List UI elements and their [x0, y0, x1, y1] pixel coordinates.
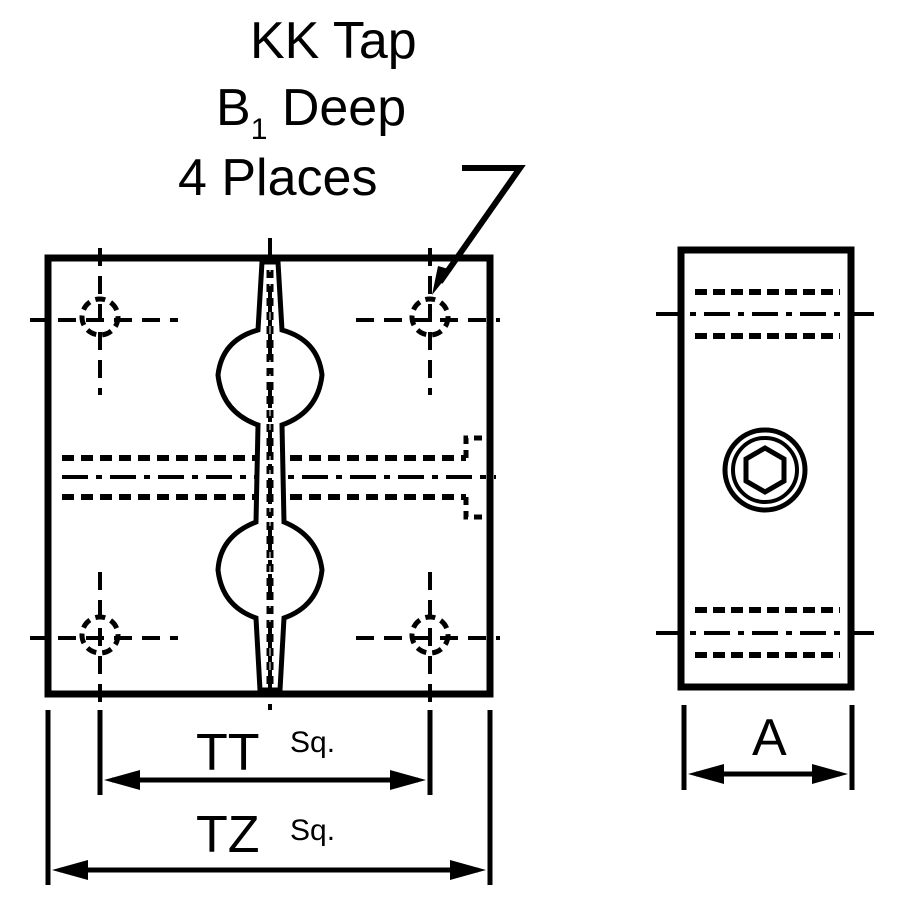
front-view — [30, 238, 500, 710]
tz-arrow-right — [450, 860, 486, 880]
tz-arrow-left — [52, 860, 88, 880]
callout-leader-line — [437, 165, 526, 284]
tt-label: TT — [196, 724, 260, 782]
callout-b: B — [216, 79, 251, 137]
tapped-hole-top-left — [30, 248, 178, 395]
clamp-bores-outline — [215, 259, 325, 693]
side-view — [656, 246, 874, 691]
tz-suffix: Sq. — [290, 814, 335, 847]
callout-line-4-places: 4 Places — [178, 149, 377, 207]
callout-b-subscript: 1 — [251, 113, 268, 146]
dimension-tt: TT Sq. — [97, 710, 433, 795]
tt-arrow-right — [390, 770, 426, 790]
dimension-tz: TZ Sq. — [45, 710, 493, 885]
tz-label: TZ — [196, 806, 260, 864]
callout-line-b1-deep: B1 Deep — [216, 79, 406, 146]
tapped-hole-bottom-right — [356, 572, 500, 710]
callout-leader-arrowhead — [432, 266, 452, 295]
a-label: A — [752, 709, 787, 767]
hex-socket-icon — [743, 445, 787, 495]
callout-note: KK Tap B1 Deep 4 Places — [178, 12, 526, 295]
front-counterbore-hidden — [463, 435, 486, 520]
tt-suffix: Sq. — [290, 726, 335, 759]
callout-line-kk-tap: KK Tap — [250, 12, 417, 70]
tt-arrow-left — [104, 770, 140, 790]
a-arrow-right — [812, 764, 848, 784]
socket-head-screw-inner — [731, 436, 799, 504]
tapped-hole-top-right — [356, 248, 500, 395]
callout-deep: Deep — [267, 79, 406, 137]
side-view-body-outline — [677, 246, 855, 691]
side-bottom-hole-hidden — [695, 607, 840, 658]
dimension-a: A — [681, 705, 855, 790]
tapped-hole-bottom-left — [30, 572, 178, 710]
side-top-hole-hidden — [695, 289, 840, 339]
a-arrow-left — [688, 764, 724, 784]
